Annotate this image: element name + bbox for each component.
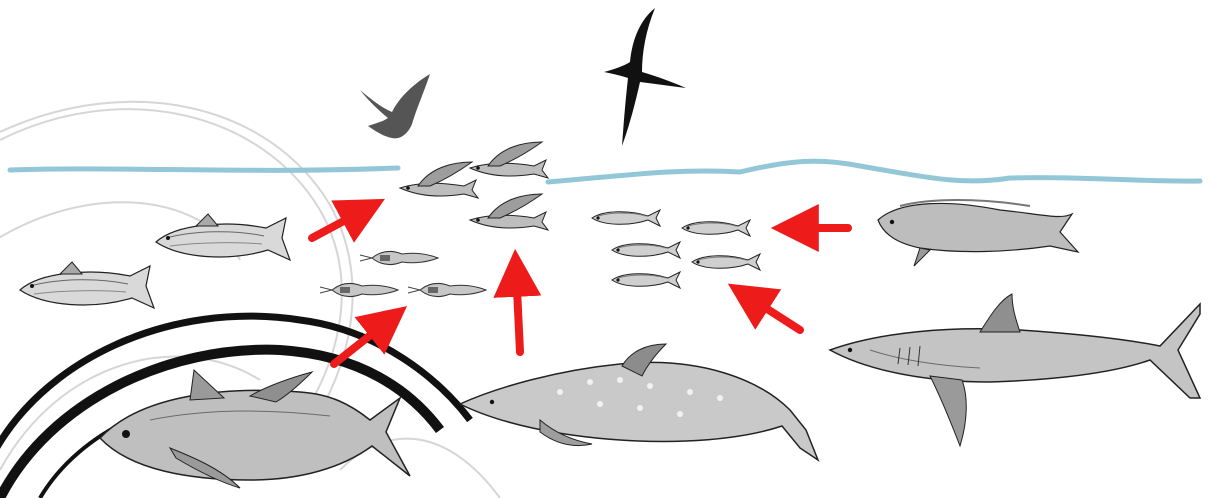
arrow-shark-to-sardines <box>744 294 800 330</box>
arrow-dolphin-to-flyingfish <box>516 268 520 352</box>
arrow-tuna-to-flyingfish <box>312 208 368 238</box>
arrow-tuna-to-squid <box>334 318 392 364</box>
